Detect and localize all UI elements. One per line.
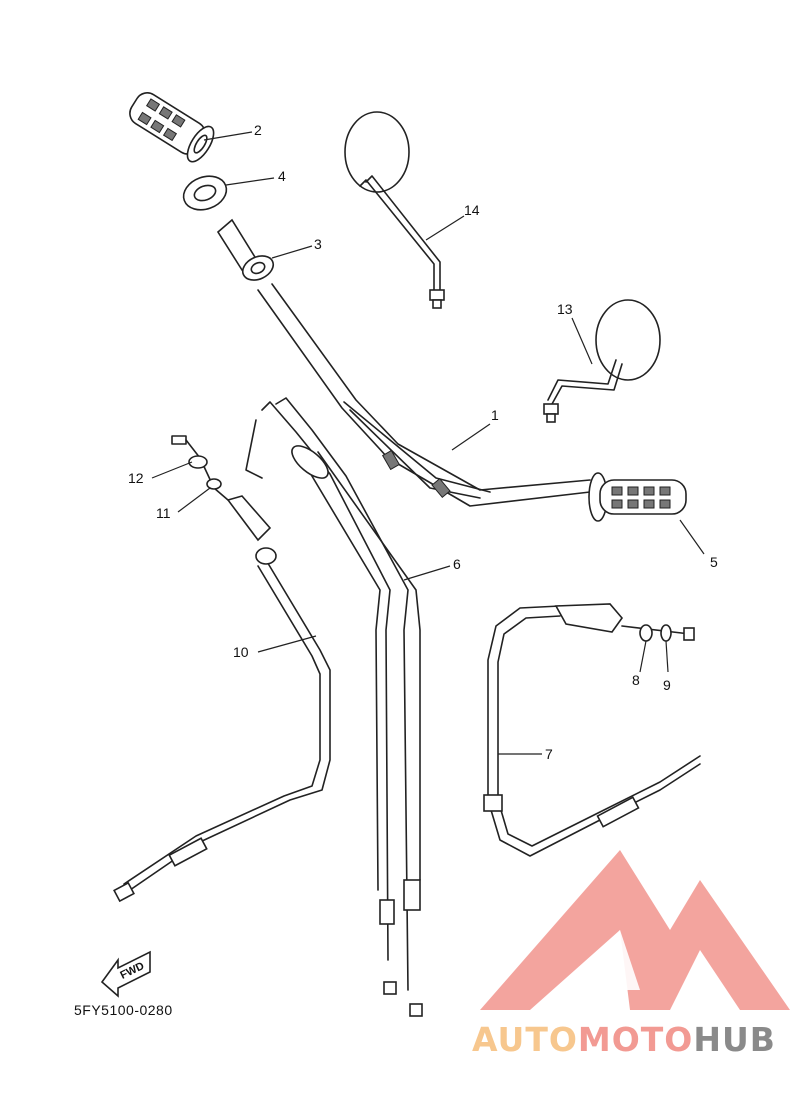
callout-12: 12	[128, 470, 144, 486]
part-clutch-cable	[113, 435, 331, 903]
watermark-text-auto: AUTO	[472, 1020, 578, 1059]
part-holder	[216, 218, 275, 281]
callout-1: 1	[491, 407, 499, 423]
part-lever-cable	[483, 603, 701, 857]
callout-6: 6	[453, 556, 461, 572]
callout-5: 5	[710, 554, 718, 570]
callout-2: 2	[254, 122, 262, 138]
part-left-grip	[129, 92, 215, 163]
callout-8: 8	[632, 672, 640, 688]
callout-7: 7	[545, 746, 553, 762]
part-right-grip	[588, 472, 687, 522]
watermark-text: AUTOMOTOHUB	[472, 1020, 776, 1059]
callout-4: 4	[278, 168, 286, 184]
part-left-mirror	[344, 111, 445, 309]
callouts: 1 2 3 4 5 6 7 8 9 10 11 12 13 14	[128, 122, 718, 762]
part-spacer-ring	[182, 175, 228, 211]
watermark-logo	[480, 850, 790, 1010]
fwd-arrow: FWD	[100, 950, 151, 998]
callout-9: 9	[663, 677, 671, 693]
callout-11: 11	[156, 505, 171, 521]
figure-code: 5FY5100-0280	[74, 1002, 173, 1018]
part-right-mirror	[543, 299, 661, 423]
part-handlebar	[257, 283, 591, 507]
part-throttle-cables	[245, 397, 423, 1017]
callout-3: 3	[314, 236, 322, 252]
callout-14: 14	[464, 202, 480, 218]
callout-13: 13	[557, 301, 573, 317]
watermark-text-moto: MOTO	[577, 1020, 694, 1059]
callout-10: 10	[233, 644, 249, 660]
watermark-text-hub: HUB	[693, 1020, 776, 1059]
